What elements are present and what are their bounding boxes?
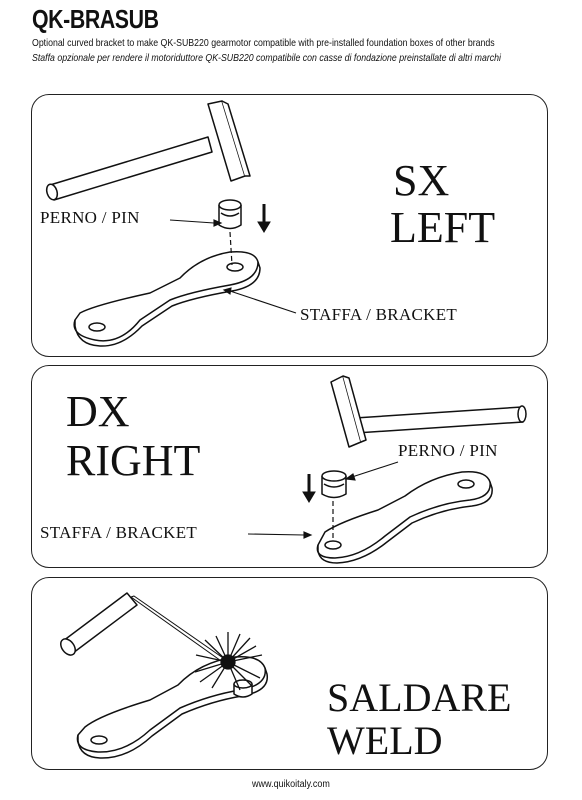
side-label-it: SX [393, 156, 450, 205]
bracket-icon [76, 655, 269, 759]
hammer-icon [330, 375, 527, 448]
pin-label: PERNO / PIN [40, 208, 140, 227]
weld-label-en: WELD [327, 718, 443, 763]
side-label-en: RIGHT [66, 436, 201, 485]
down-arrow-icon [302, 474, 316, 503]
pin-label: PERNO / PIN [398, 441, 498, 460]
side-label-it: DX [66, 387, 130, 436]
bracket-icon [316, 470, 493, 564]
pin-icon [321, 470, 347, 499]
footer-url: www.quikoitaly.com [252, 779, 330, 790]
subtitle-italian: Staffa opzionale per rendere il motoridu… [32, 53, 501, 64]
panel-right [31, 365, 548, 568]
bracket-label: STAFFA / BRACKET [40, 523, 198, 542]
welding-rod-icon [60, 592, 227, 664]
side-label-en: LEFT [390, 203, 496, 252]
pin-icon [218, 199, 242, 230]
weld-spark-icon [194, 632, 263, 691]
bracket-icon [73, 250, 261, 347]
bracket-label: STAFFA / BRACKET [300, 305, 458, 324]
down-arrow-icon [257, 204, 271, 233]
page-title: QK-BRASUB [32, 4, 159, 34]
hammer-icon [45, 100, 251, 201]
subtitle-english: Optional curved bracket to make QK-SUB22… [32, 38, 495, 49]
weld-label-it: SALDARE [327, 675, 512, 720]
